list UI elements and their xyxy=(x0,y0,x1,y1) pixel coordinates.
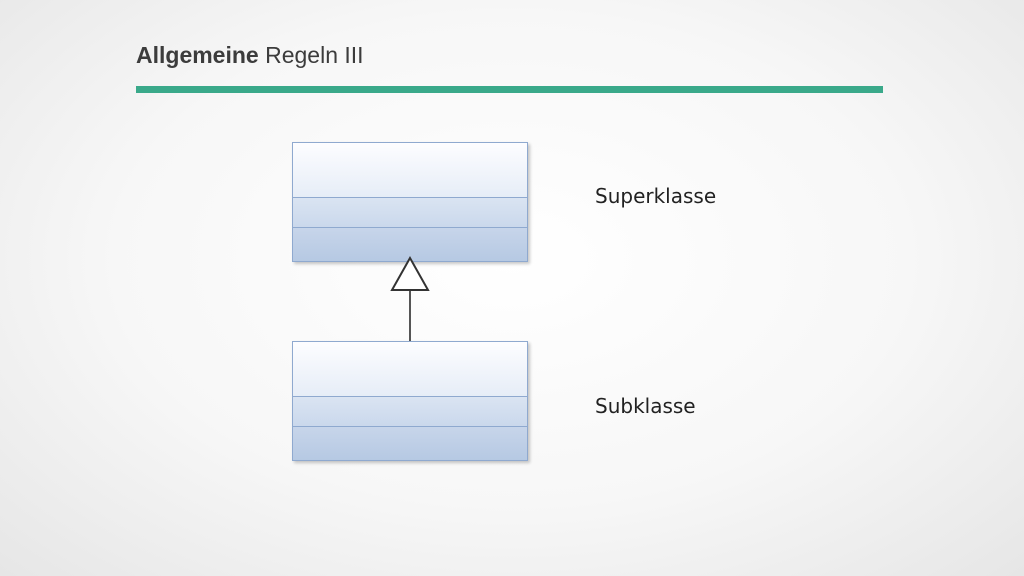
subclass-box xyxy=(292,341,528,461)
subclass-label: Subklasse xyxy=(595,394,696,418)
subclass-name-compartment xyxy=(292,341,528,397)
superclass-attributes-compartment xyxy=(292,198,528,228)
title-rest-part: Regeln III xyxy=(265,42,364,68)
superclass-label: Superklasse xyxy=(595,184,717,208)
slide-title: Allgemeine Regeln III xyxy=(136,42,364,69)
superclass-name-compartment xyxy=(292,142,528,198)
generalization-arrow xyxy=(390,255,430,341)
title-bold-part: Allgemeine xyxy=(136,42,259,68)
subclass-attributes-compartment xyxy=(292,397,528,427)
superclass-box xyxy=(292,142,528,262)
title-accent-rule xyxy=(136,86,883,93)
hollow-triangle-arrowhead xyxy=(390,255,430,291)
subclass-operations-compartment xyxy=(292,427,528,461)
